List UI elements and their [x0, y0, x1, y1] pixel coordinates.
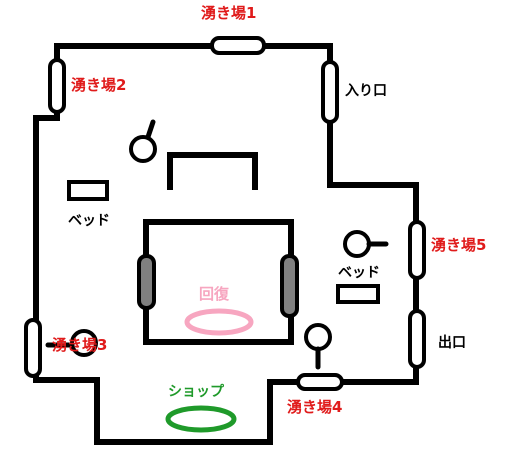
entrance-door — [321, 60, 339, 124]
bed-left-icon — [67, 180, 109, 201]
spawn-1-label: 湧き場1 — [201, 4, 257, 22]
outer-wall — [33, 43, 419, 445]
spawn-5-door — [408, 220, 426, 280]
bed-right-label: ベッド — [338, 265, 380, 281]
inner-gate-right — [280, 254, 299, 318]
spawn-3-door — [24, 318, 42, 378]
shop-label: ショップ — [168, 384, 224, 400]
inner-gate-left — [137, 254, 156, 310]
lever-top-icon — [129, 119, 157, 163]
bed-right-icon — [336, 284, 380, 304]
spawn-5-label: 湧き場5 — [431, 236, 487, 254]
lever-left-icon — [45, 329, 98, 357]
shop-zone — [165, 405, 237, 433]
recovery-label: 回復 — [199, 285, 230, 303]
spawn-3-label: 湧き場3 — [52, 336, 108, 354]
recovery-zone — [184, 308, 254, 336]
inner-room — [143, 219, 294, 345]
spawn-4-door — [296, 373, 344, 391]
spawn-2-door — [48, 58, 66, 114]
spawn-2-label: 湧き場2 — [71, 76, 127, 94]
inner-structure-top — [167, 152, 258, 190]
lever-bottom-icon — [304, 323, 332, 370]
exit-label: 出口 — [438, 335, 466, 351]
lever-right-icon — [343, 230, 389, 258]
spawn-1-door — [210, 36, 266, 55]
entrance-label: 入り口 — [345, 83, 387, 99]
bed-left-label: ベッド — [68, 213, 110, 229]
spawn-4-label: 湧き場4 — [287, 398, 343, 416]
exit-door — [408, 309, 426, 369]
